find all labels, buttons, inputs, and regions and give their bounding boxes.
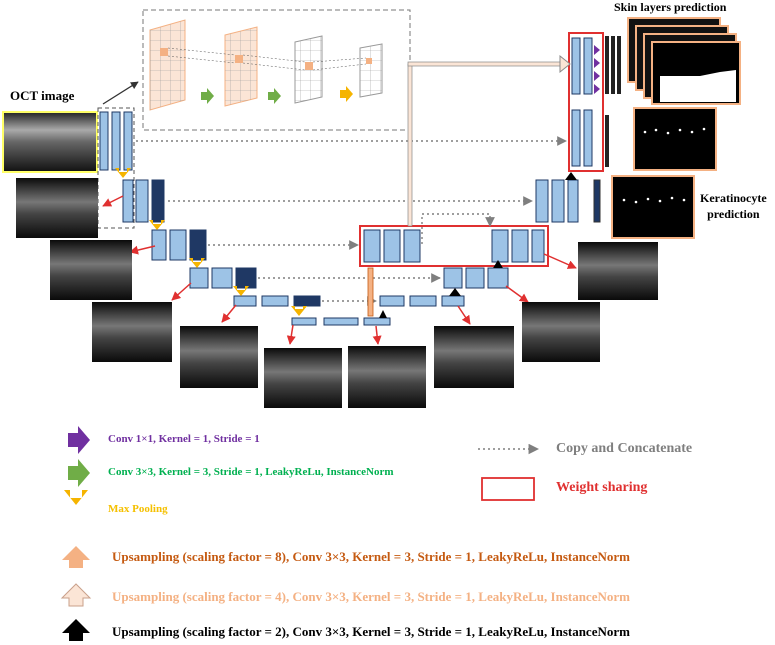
maxpool-arrow-icon [64, 490, 88, 505]
keratinocyte-label: Keratinocyte prediction [700, 191, 767, 221]
upsample-x8-path [367, 54, 571, 317]
pool-arrows [115, 168, 307, 316]
skin-layers-label: Skin layers prediction [614, 0, 727, 14]
encoder-level-5 [233, 295, 321, 307]
legend-conv1: Conv 1×1, Kernel = 1, Stride = 1 [108, 433, 260, 445]
decoder-level-4 [443, 267, 509, 289]
legend-copy: Copy and Concatenate [556, 441, 693, 456]
weight-sharing-box-lower [359, 225, 549, 267]
weight-sharing-icon [481, 477, 535, 501]
decoder-level-3 [363, 229, 545, 263]
encoder-level-2 [122, 179, 165, 223]
legend-weight: Weight sharing [556, 480, 648, 495]
decoder-level-5 [379, 295, 465, 307]
up4-arrow-icon [60, 583, 92, 607]
legend-conv3: Conv 3×3, Kernel = 3, Stride = 1, LeakyR… [108, 466, 394, 478]
encoder-level-3 [151, 229, 207, 261]
legend-up8: Upsampling (scaling factor = 8), Conv 3×… [112, 549, 630, 564]
weight-sharing-box-upper [568, 32, 604, 172]
legend-up4: Upsampling (scaling factor = 4), Conv 3×… [112, 589, 630, 604]
skip-connections [136, 136, 567, 306]
feature-map-images [16, 178, 658, 408]
up8-arrow-icon [62, 546, 90, 568]
legend-maxpool: Max Pooling [108, 503, 168, 515]
conv-inset [142, 9, 411, 131]
upsample-x2-arrows [379, 172, 577, 318]
feature-map-arrows [102, 195, 577, 345]
legend-up2: Upsampling (scaling factor = 2), Conv 3×… [112, 624, 630, 639]
oct-image-label: OCT image [10, 88, 75, 103]
skin-layers-prediction [627, 17, 741, 105]
encoder-level-1 [99, 111, 133, 171]
decoder-level-2 [535, 179, 601, 223]
conv1-arrow-icon [68, 426, 90, 454]
bottleneck [291, 317, 391, 326]
keratinocyte-prediction [611, 107, 717, 239]
legend-icons [60, 426, 540, 641]
decoder-level-1 [571, 36, 621, 167]
encoder-level-4 [189, 267, 257, 289]
up2-arrow-icon [62, 619, 90, 641]
conv3-arrow-icon [68, 459, 90, 487]
oct-input-image [2, 111, 98, 173]
